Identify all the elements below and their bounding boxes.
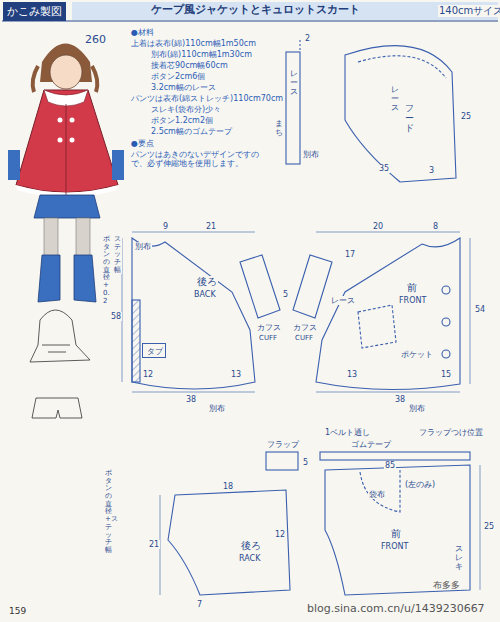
materials-note: ボタン2cm6個 [150, 72, 206, 81]
watermark-text: blog.sina.com.cn/u/1439230667 [306, 603, 486, 616]
materials-note: パンツは表布(綿ストレッチ)110cm70cm [130, 94, 284, 103]
pattern-pieces [122, 40, 480, 595]
tab-piece: タブ [142, 343, 166, 358]
materials-note: 別布(綿)110cm幅1m30cm [150, 50, 253, 59]
watermark-text: 布多多 [432, 580, 461, 590]
pattern-label: 35 [378, 164, 390, 173]
flat-sketches [30, 310, 90, 418]
pattern-label: 別布 [134, 242, 152, 251]
pattern-label: RACK [238, 554, 261, 563]
materials-note: ●要点 [130, 139, 155, 148]
pattern-label: 後ろ [196, 276, 218, 288]
pattern-label: 20 [372, 222, 384, 231]
pattern-label: 12 [142, 370, 154, 379]
node-text: かこみ製図 [7, 4, 62, 19]
pattern-label: ボタンの直径+0.2 [102, 236, 111, 305]
pattern-label: 140cmサイズ [438, 5, 500, 17]
pattern-label: 21 [205, 222, 217, 231]
pattern-label: 袋布 [368, 490, 386, 499]
pattern-label: 38 [185, 395, 197, 404]
pattern-label: フラップつけ位置 [418, 428, 484, 437]
pattern-label: 前 [390, 528, 402, 540]
pattern-label: 13 [230, 370, 242, 379]
pattern-label: レース [390, 86, 400, 112]
materials-note: ●材料 [130, 28, 155, 37]
materials-note: ボタン1.2cm2個 [150, 116, 214, 125]
pattern-label: 18 [222, 482, 234, 491]
pattern-label: (左のみ) [404, 480, 436, 489]
pattern-label: 5 [302, 458, 309, 467]
watermark-text: 159 [8, 606, 27, 616]
materials-note: スレキ(袋布分)少々 [150, 105, 222, 114]
pattern-label: 17 [344, 250, 356, 259]
pattern-label: ボタンの直径+ステッチ幅 [104, 470, 113, 555]
pattern-label: CUFF [258, 334, 278, 342]
pattern-label: 85 [384, 461, 396, 470]
pattern-label: CUFF [294, 334, 314, 342]
header-rule [2, 21, 498, 22]
pattern-label: カフス [256, 323, 282, 332]
pattern-label: ポケット [400, 350, 434, 359]
pattern-label: 13 [346, 370, 358, 379]
pattern-label: 別布 [208, 404, 226, 413]
pattern-label: 後ろ [240, 540, 262, 552]
pattern-label: FRONT [398, 296, 427, 305]
pattern-label: 7 [196, 600, 203, 609]
materials-note: 上着は表布(綿)110cm幅1m50cm [130, 39, 257, 48]
pattern-label: 260 [84, 34, 107, 47]
pattern-label: 58 [110, 312, 122, 321]
pattern-label: フラップ [266, 440, 300, 449]
pattern-label: 38 [394, 395, 406, 404]
pattern-label: 別布 [408, 404, 426, 413]
pattern-label: 9 [162, 222, 169, 231]
header-box: かこみ製図 [3, 2, 66, 21]
pattern-label: 21 [148, 540, 160, 549]
materials-note: 接着芯90cm幅60cm [150, 61, 229, 70]
pattern-label: スレキ [454, 545, 464, 571]
pattern-label: 54 [474, 305, 486, 314]
pattern-label: 3 [428, 166, 435, 175]
pattern-label: BACK [193, 290, 217, 299]
pattern-label: 別布 [302, 150, 320, 159]
pattern-label: 25 [483, 522, 495, 531]
pattern-label: FRONT [380, 542, 409, 551]
page-title: ケープ風ジャケットとキュロットスカート [150, 4, 361, 17]
pattern-label: ゴムテープ [350, 440, 392, 449]
pattern-label: 12 [274, 530, 286, 539]
materials-note: 3.2cm幅のレース [150, 83, 217, 92]
pattern-label: レース [289, 70, 299, 96]
pattern-label: カフス [292, 323, 318, 332]
pattern-label: 8 [432, 222, 439, 231]
pattern-label: 15 [440, 370, 452, 379]
node-text: タブ [147, 346, 161, 357]
pattern-label: 前 [406, 282, 418, 294]
pattern-label: レース [330, 296, 356, 305]
pattern-label: 1ベルト通し [324, 428, 371, 437]
pattern-label: 5 [282, 290, 289, 299]
pattern-label: まち [274, 120, 284, 138]
materials-note: パンツはあきのないデザインですので、必ず伸縮地を使用します。 [130, 150, 270, 168]
header-band [72, 2, 498, 20]
pattern-label: フード [404, 104, 415, 134]
pattern-label: ステッチ幅 [113, 236, 122, 274]
pattern-label: 25 [460, 112, 472, 121]
pattern-label: 2 [304, 34, 311, 43]
materials-note: 2.5cm幅のゴムテープ [150, 127, 233, 136]
